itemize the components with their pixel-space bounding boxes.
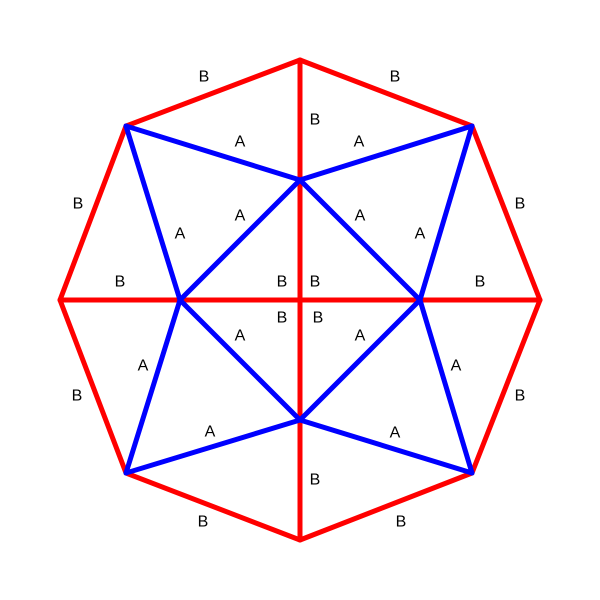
outer-edge-right-lower-right: [469, 297, 543, 476]
star-edge-lower-left-inner-left: [123, 297, 183, 476]
outer-edge-label-upper-right-right: B: [515, 196, 526, 213]
spoke-edge-label-inner-right-center: B: [313, 310, 324, 327]
star-edge-inner-bottom-inner-left: [177, 297, 303, 423]
outer-edge-label-right-lower-right: B: [515, 388, 526, 405]
star-edge-label-upper-left-inner-top: A: [235, 134, 246, 151]
outer-edge-label-top-upper-right: B: [390, 69, 401, 86]
outer-edge-label-left-upper-left: B: [73, 196, 84, 213]
star-edge-label-inner-left-upper-left: A: [175, 226, 186, 243]
star-edge-label-inner-right-inner-bottom: A: [355, 328, 366, 345]
outer-edge-lower-right-bottom: [297, 470, 475, 543]
spoke-edge-label-bottom-inner-bottom: B: [310, 472, 321, 489]
outer-edge-upper-left-top: [123, 57, 303, 129]
outer-edge-label-lower-left-left: B: [72, 388, 83, 405]
star-edge-inner-left-inner-top: [177, 177, 303, 303]
star-edge-label-inner-left-inner-top: A: [235, 208, 246, 225]
outer-edge-top-upper-right: [297, 57, 475, 129]
edge-label-layer: B B B B B B B B B B B B B B B B A A A A A A A A A A A A: [72, 69, 526, 531]
star-edge-label-lower-left-inner-left: A: [138, 358, 149, 375]
b-edge-layer: [57, 57, 543, 543]
a-edge-layer: [123, 123, 475, 476]
spoke-edge-label-left-inner-left: B: [115, 274, 126, 291]
spoke-edge-label-inner-top-center: B: [310, 274, 321, 291]
outer-edge-upper-right-right: [469, 123, 543, 303]
outer-edge-bottom-lower-left: [123, 470, 303, 543]
star-edge-upper-right-inner-right: [417, 123, 475, 303]
outer-edge-label-lower-right-bottom: B: [396, 514, 407, 531]
star-edge-inner-right-inner-bottom: [297, 297, 423, 423]
star-edge-inner-left-upper-left: [123, 123, 183, 303]
star-edge-inner-top-upper-right: [297, 123, 475, 183]
outer-edge-label-upper-left-top: B: [199, 69, 210, 86]
outer-edge-lower-left-left: [57, 297, 129, 476]
star-edge-label-inner-top-inner-right: A: [355, 208, 366, 225]
star-edge-upper-left-inner-top: [123, 123, 303, 183]
star-edge-label-inner-top-upper-right: A: [354, 134, 365, 151]
spoke-edge-label-inner-bottom-center: B: [277, 310, 288, 327]
outer-edge-label-bottom-lower-left: B: [198, 514, 209, 531]
star-edge-inner-right-lower-right: [417, 297, 475, 476]
star-edge-label-lower-right-inner-bottom: A: [390, 425, 401, 442]
star-edge-label-inner-bottom-lower-left: A: [205, 424, 216, 441]
star-edge-inner-top-inner-right: [297, 177, 423, 303]
star-edge-label-inner-bottom-inner-left: A: [235, 328, 246, 345]
outer-edge-left-upper-left: [57, 123, 129, 303]
star-edge-label-inner-right-lower-right: A: [451, 358, 462, 375]
star-edge-inner-bottom-lower-left: [123, 417, 303, 476]
spoke-edge-label-top-inner-top: B: [310, 112, 321, 129]
star-edge-label-upper-right-inner-right: A: [415, 226, 426, 243]
star-edge-lower-right-inner-bottom: [297, 417, 475, 476]
spoke-edge-label-inner-left-center: B: [277, 274, 288, 291]
spoke-edge-label-right-inner-right: B: [475, 274, 486, 291]
